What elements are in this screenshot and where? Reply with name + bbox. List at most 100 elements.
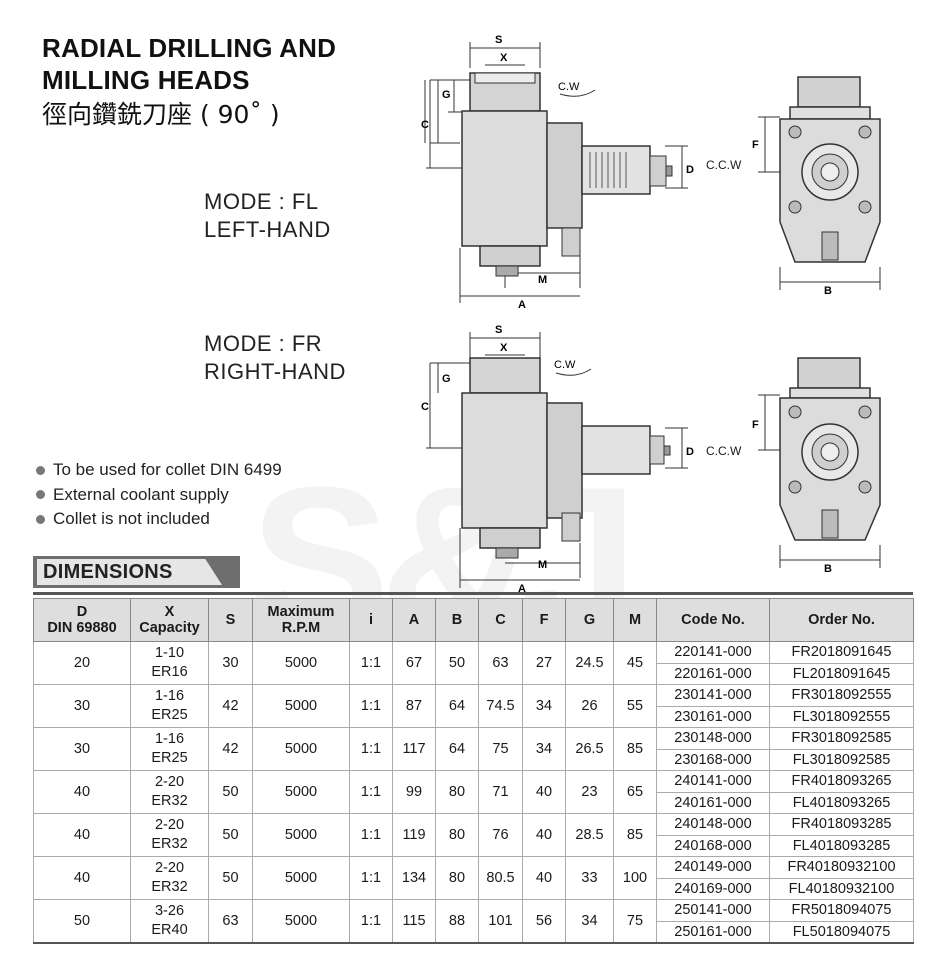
cell-code-no: 240169-000 (656, 877, 770, 900)
cell-code-no: 240149-000 (656, 856, 770, 879)
dim-d-label-2: D (686, 446, 694, 458)
cell-code-no: 250161-000 (656, 920, 770, 944)
cell-code-no: 220161-000 (656, 662, 770, 685)
cell-f: 34 (522, 727, 566, 771)
list-item: External coolant supply (36, 483, 282, 508)
cell-order-no: FR4018093285 (769, 813, 914, 836)
cell-d: 20 (33, 641, 131, 685)
dim-x-label: X (500, 52, 508, 64)
col-header-s: S (208, 598, 253, 642)
cell-b: 64 (435, 727, 479, 771)
cell-s: 50 (208, 813, 253, 857)
bullet-icon (36, 465, 45, 475)
cell-b: 80 (435, 813, 479, 857)
dim-a-label-2: A (518, 583, 526, 593)
cell-order-no: FL4018093265 (769, 791, 914, 814)
cell-code-no: 240148-000 (656, 813, 770, 836)
cell-order-no: FL5018094075 (769, 920, 914, 944)
cell-rpm: 5000 (252, 641, 350, 685)
cell-s: 50 (208, 856, 253, 900)
cell-code-no: 240168-000 (656, 834, 770, 857)
fl-front-view-drawing: F B (752, 76, 881, 297)
dim-b-label-2: B (824, 563, 832, 575)
cell-a: 117 (392, 727, 436, 771)
cell-f: 40 (522, 813, 566, 857)
cell-d: 40 (33, 770, 131, 814)
bullet-icon (36, 514, 45, 524)
cell-code-no: 230148-000 (656, 727, 770, 750)
cell-order-no: FR40180932100 (769, 856, 914, 879)
cell-m: 75 (613, 899, 657, 944)
col-header-i: i (349, 598, 393, 642)
cell-rpm: 5000 (252, 856, 350, 900)
dim-f-label: F (752, 139, 759, 151)
dim-c-label-2: C (421, 401, 429, 413)
dim-f-label-2: F (752, 419, 759, 431)
mode-fr-label: MODE : FR RIGHT-HAND (204, 330, 346, 386)
col-header-g: G (565, 598, 614, 642)
cell-c: 71 (478, 770, 523, 814)
cell-s: 42 (208, 727, 253, 771)
cell-m: 55 (613, 684, 657, 728)
cell-f: 40 (522, 856, 566, 900)
cell-d: 40 (33, 813, 131, 857)
cell-g: 28.5 (565, 813, 614, 857)
dim-x-label-2: X (500, 342, 508, 354)
cell-rpm: 5000 (252, 770, 350, 814)
cell-i: 1:1 (349, 856, 393, 900)
mode-fr-line2: RIGHT-HAND (204, 359, 346, 384)
cell-a: 99 (392, 770, 436, 814)
title-line-1: RADIAL DRILLING AND (42, 33, 337, 63)
cell-c: 63 (478, 641, 523, 685)
cell-a: 67 (392, 641, 436, 685)
cell-code-no: 240161-000 (656, 791, 770, 814)
dim-m-label-2: M (538, 559, 547, 571)
cell-s: 50 (208, 770, 253, 814)
col-header-order: Order No. (769, 598, 914, 642)
dim-a-label: A (518, 299, 526, 308)
cell-order-no: FR3018092555 (769, 684, 914, 707)
cell-c: 75 (478, 727, 523, 771)
cell-order-no: FL2018091645 (769, 662, 914, 685)
cell-i: 1:1 (349, 813, 393, 857)
cell-b: 80 (435, 770, 479, 814)
cell-d: 30 (33, 727, 131, 771)
mode-fl-label: MODE : FL LEFT-HAND (204, 188, 331, 244)
cell-i: 1:1 (349, 727, 393, 771)
cell-code-no: 230168-000 (656, 748, 770, 771)
dim-m-label: M (538, 274, 547, 286)
page-title: RADIAL DRILLING AND MILLING HEADS (42, 32, 336, 96)
cell-g: 23 (565, 770, 614, 814)
cell-code-no: 220141-000 (656, 641, 770, 664)
ccw-label-top: C.C.W (706, 158, 742, 172)
title-chinese: 徑向鑽銑刀座 ( 90˚ ) (42, 100, 280, 129)
cell-m: 85 (613, 813, 657, 857)
cell-a: 87 (392, 684, 436, 728)
cell-b: 88 (435, 899, 479, 944)
cell-c: 74.5 (478, 684, 523, 728)
mode-fl-line1: MODE : FL (204, 189, 319, 214)
fl-side-view-drawing: S X G C D M A C.W (421, 34, 694, 308)
cell-i: 1:1 (349, 684, 393, 728)
cw-label: C.W (558, 81, 580, 93)
cell-order-no: FL4018093285 (769, 834, 914, 857)
mode-fr-line1: MODE : FR (204, 331, 323, 356)
feature-list: To be used for collet DIN 6499 External … (36, 458, 282, 532)
